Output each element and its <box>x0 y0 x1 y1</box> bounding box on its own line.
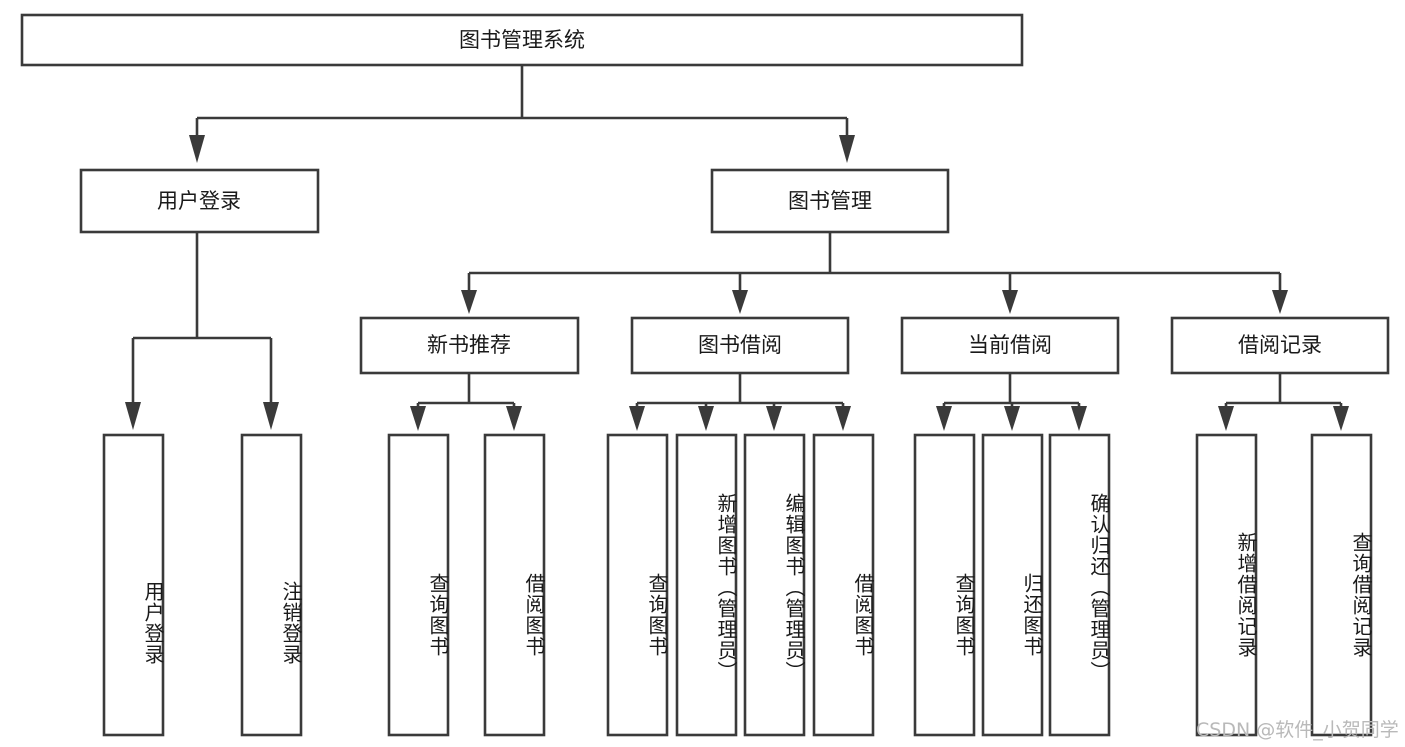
leaf-box-borrow-book-2[interactable] <box>812 433 875 737</box>
connector-currentborrow-to-leaves <box>936 373 1087 431</box>
csdn-watermark: CSDN @软件_小贺同学 <box>1196 719 1399 741</box>
node-book-borrow[interactable]: 图书借阅 <box>630 316 850 375</box>
connector-userlogin-to-leaves <box>125 232 279 430</box>
leaf-box-add-borrow-record[interactable] <box>1195 433 1258 737</box>
connector-newbook-to-leaves <box>410 373 522 431</box>
leaf-box-query-book-2[interactable] <box>606 433 669 737</box>
node-current-borrow[interactable]: 当前借阅 <box>900 316 1120 375</box>
node-book-management-label: 图书管理 <box>788 189 872 213</box>
node-system-title[interactable]: 图书管理系统 <box>20 13 1024 67</box>
node-book-borrow-label: 图书借阅 <box>698 333 782 357</box>
leaf-box-query-book-3[interactable] <box>913 433 976 737</box>
node-user-login-label: 用户登录 <box>157 189 241 213</box>
node-user-login[interactable]: 用户登录 <box>79 168 320 234</box>
node-system-title-label: 图书管理系统 <box>459 28 585 52</box>
node-borrow-record[interactable]: 借阅记录 <box>1170 316 1390 375</box>
leaf-box-query-borrow-record[interactable] <box>1310 433 1373 737</box>
leaf-box-logout[interactable] <box>240 433 303 737</box>
leaf-box-query-book-1[interactable] <box>387 433 450 737</box>
node-book-management[interactable]: 图书管理 <box>710 168 950 234</box>
leaf-box-confirm-return[interactable] <box>1048 433 1111 737</box>
leaf-box-return-book[interactable] <box>981 433 1044 737</box>
node-borrow-record-label: 借阅记录 <box>1238 333 1322 357</box>
node-current-borrow-label: 当前借阅 <box>968 333 1052 357</box>
leaf-box-add-book[interactable] <box>675 433 738 737</box>
connector-borrowrecord-to-leaves <box>1218 373 1349 431</box>
leaf-box-borrow-book-1[interactable] <box>483 433 546 737</box>
node-new-book-recommend-label: 新书推荐 <box>427 333 511 357</box>
leaf-box-edit-book[interactable] <box>743 433 806 737</box>
connector-bookborrow-to-leaves <box>629 373 851 431</box>
connector-root-to-level1 <box>189 65 855 163</box>
connector-bookmgmt-to-level2 <box>461 232 1288 314</box>
node-new-book-recommend[interactable]: 新书推荐 <box>359 316 580 375</box>
leaf-box-user-login[interactable] <box>102 433 165 737</box>
